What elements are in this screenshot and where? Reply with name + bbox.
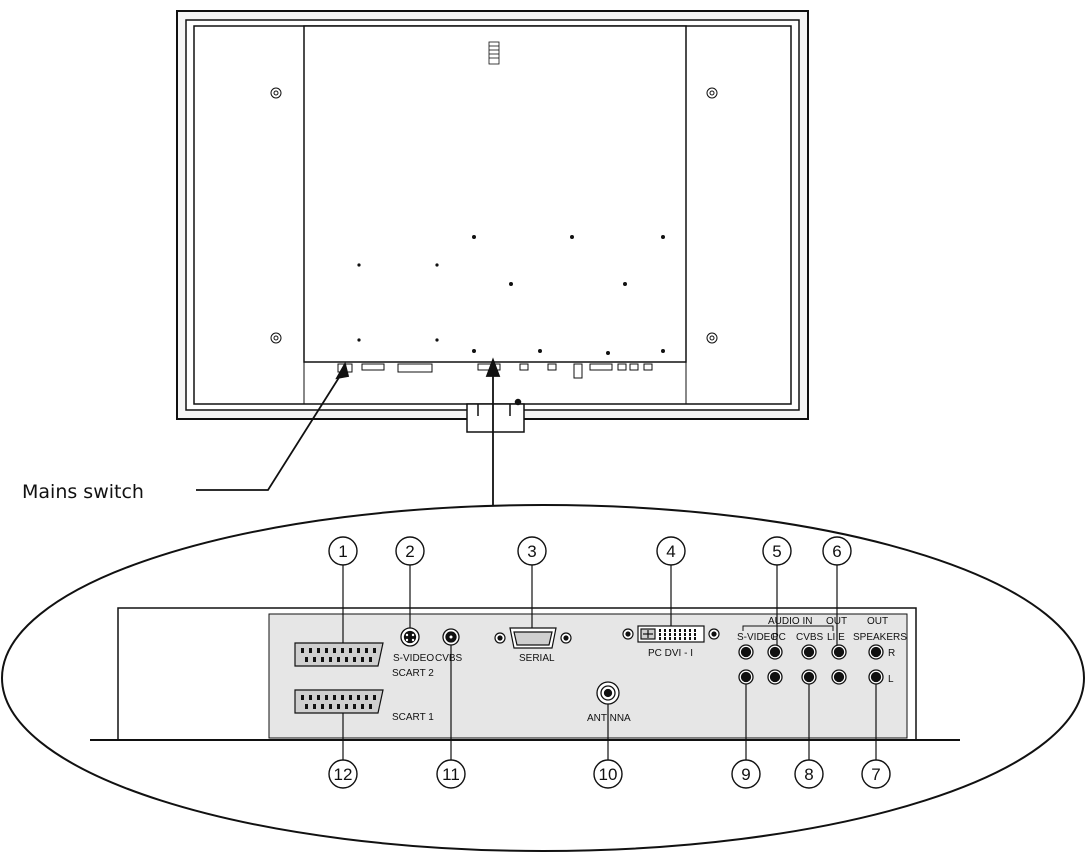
pc-audio-label: PC xyxy=(772,632,786,643)
callout-9-number: 9 xyxy=(741,765,750,784)
cvbs-audio-jacks xyxy=(801,644,817,685)
svideo-audio-jacks xyxy=(738,644,754,685)
callout-4: 4 xyxy=(656,536,686,566)
cvbs-audio-label: CVBS xyxy=(796,632,824,643)
callout-numbers: 1 2 3 4 5 6 7 8 xyxy=(328,536,891,789)
callout-1: 1 xyxy=(328,536,358,566)
dvi-connector xyxy=(622,625,720,643)
scart2-connector xyxy=(294,642,384,667)
left-channel-label: L xyxy=(888,674,894,685)
callout-7-number: 7 xyxy=(871,765,880,784)
scart2-label: SCART 2 xyxy=(392,668,434,679)
mains-switch-leader xyxy=(196,367,346,491)
callout-3-number: 3 xyxy=(527,542,536,561)
callout-5: 5 xyxy=(762,536,792,566)
callout-2: 2 xyxy=(395,536,425,566)
pc-audio-jacks xyxy=(767,644,783,685)
callout-9: 9 xyxy=(731,759,761,789)
svideo-audio-label: S-VIDEO xyxy=(737,632,778,643)
callout-5-number: 5 xyxy=(772,542,781,561)
antenna-connector xyxy=(596,681,620,705)
tv-rear-view xyxy=(176,10,809,433)
audio-jacks xyxy=(738,644,884,685)
cvbs-label: CVBS xyxy=(435,653,463,664)
scart1-connector xyxy=(294,689,384,714)
number-leaders xyxy=(342,565,877,760)
stand-bracket xyxy=(466,398,525,433)
chassis-holes xyxy=(357,235,665,355)
tv-center-chassis xyxy=(303,25,687,363)
callout-2-number: 2 xyxy=(405,542,414,561)
callout-lines xyxy=(196,357,501,505)
callout-1-number: 1 xyxy=(338,542,347,561)
svideo-connector xyxy=(400,627,420,647)
callout-11-number: 11 xyxy=(442,765,460,784)
connector-panel xyxy=(268,613,908,739)
connector-housing xyxy=(90,607,960,741)
vent-grille xyxy=(488,41,500,65)
line-label: LI E xyxy=(827,632,845,643)
callout-3: 3 xyxy=(517,536,547,566)
speaker-out-jacks xyxy=(868,644,884,685)
right-channel-label: R xyxy=(888,648,895,659)
cvbs-connector xyxy=(442,628,460,646)
callout-6: 6 xyxy=(822,536,852,566)
callout-6-number: 6 xyxy=(832,542,841,561)
pc-dvi-label: PC DVI - I xyxy=(648,648,693,659)
audio-in-bracket xyxy=(742,625,834,631)
speakers-label: SPEAKERS xyxy=(853,632,907,643)
callout-11: 11 xyxy=(436,759,466,789)
scart1-label: SCART 1 xyxy=(392,712,434,723)
svideo-label: S-VIDEO xyxy=(393,653,434,664)
callout-12-number: 12 xyxy=(334,765,353,784)
serial-connector xyxy=(494,627,572,649)
callout-8: 8 xyxy=(794,759,824,789)
audio-in-label: AUDIO IN xyxy=(768,616,812,627)
callout-12: 12 xyxy=(328,759,358,789)
callout-10-number: 10 xyxy=(599,765,618,784)
line-out-jacks xyxy=(831,644,847,685)
antenna-label: ANT NNA xyxy=(587,713,631,724)
callout-7: 7 xyxy=(861,759,891,789)
callout-8-number: 8 xyxy=(804,765,813,784)
callout-4-number: 4 xyxy=(666,542,675,561)
mount-screws xyxy=(270,87,718,344)
callout-10: 10 xyxy=(593,759,623,789)
mains-switch-label: Mains switch xyxy=(22,481,144,503)
out-speakers-label: OUT xyxy=(867,616,888,627)
serial-label: SERIAL xyxy=(519,653,555,664)
